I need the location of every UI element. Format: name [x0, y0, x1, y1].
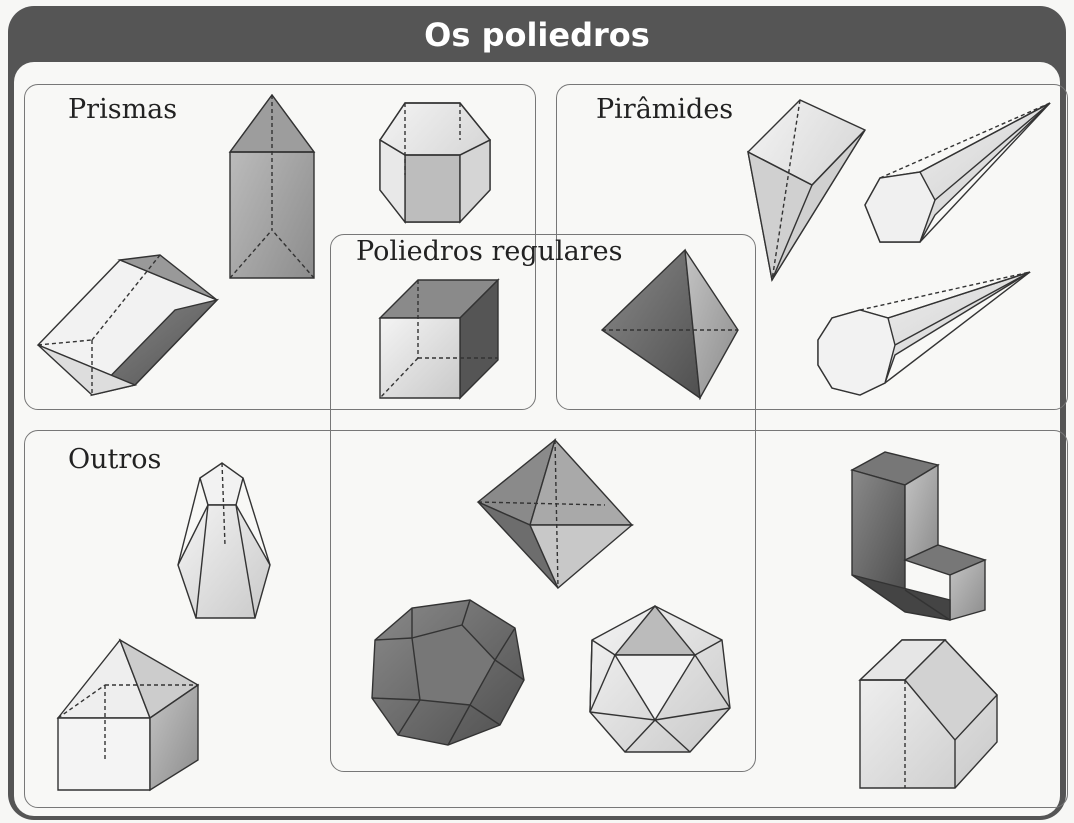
pyramid-roof-prism-shape — [56, 638, 200, 792]
section-prismas — [24, 84, 536, 410]
section-label-piramides: Pirâmides — [596, 94, 734, 125]
section-label-outros: Outros — [68, 444, 162, 475]
hexagonal-prism-shape — [379, 102, 492, 225]
octahedron-shape — [476, 438, 634, 590]
pentagonal-prism-shape — [858, 638, 998, 789]
tetrahedron-shape — [600, 248, 739, 401]
l-shaped-solid-shape — [850, 451, 988, 621]
section-piramides — [556, 84, 1068, 410]
parallelepiped-shape — [36, 254, 220, 397]
pentagonal-frustum-shape — [177, 462, 271, 619]
dodecahedron-shape — [371, 599, 525, 746]
section-label-regulares: Poliedros regulares — [356, 236, 623, 267]
hexagonal-pyramid-shape — [864, 102, 1051, 243]
icosahedron-shape — [589, 604, 731, 753]
triangular-prism-shape — [228, 93, 316, 279]
section-label-prismas: Prismas — [68, 94, 178, 125]
section-outros — [24, 430, 1068, 808]
page-title: Os poliedros — [424, 16, 650, 54]
square-pyramid-shape — [747, 99, 867, 282]
section-poliedros-regulares — [330, 234, 756, 772]
cube-shape — [378, 278, 500, 400]
octagonal-pyramid-shape — [817, 271, 1031, 396]
